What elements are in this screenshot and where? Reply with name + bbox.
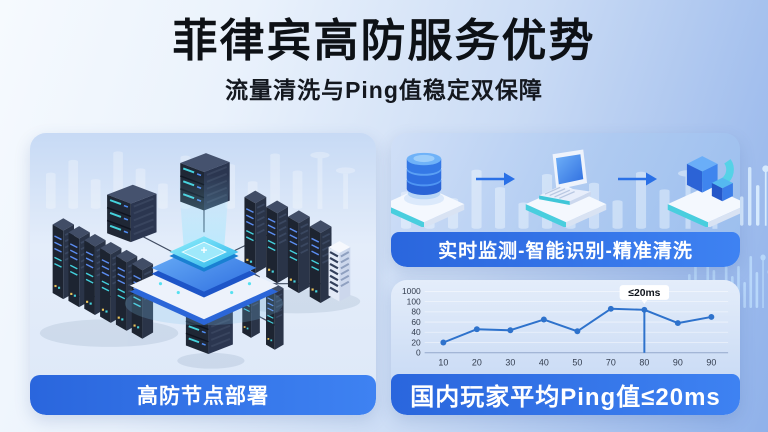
svg-text:60: 60 xyxy=(411,317,421,327)
svg-text:90: 90 xyxy=(706,358,716,368)
svg-text:≤20ms: ≤20ms xyxy=(628,288,660,299)
header: 菲律宾高防服务优势 流量清洗与Ping值稳定双保障 xyxy=(0,13,768,105)
svg-text:50: 50 xyxy=(572,358,582,368)
svg-text:100: 100 xyxy=(407,296,421,306)
caption-cleaning-process: 实时监测-智能识别-精准清洗 xyxy=(391,232,740,267)
svg-text:20: 20 xyxy=(411,337,421,347)
svg-text:10: 10 xyxy=(438,358,448,368)
svg-text:40: 40 xyxy=(539,358,549,368)
server-racks-illustration xyxy=(30,133,376,375)
svg-text:40: 40 xyxy=(411,327,421,337)
svg-text:30: 30 xyxy=(505,358,515,368)
svg-text:80: 80 xyxy=(639,358,649,368)
arrow-right-icon xyxy=(617,172,657,185)
page-subtitle: 流量清洗与Ping值稳定双保障 xyxy=(225,77,543,104)
process-flow xyxy=(391,133,740,232)
panel-cleaning-process: 实时监测-智能识别-精准清洗 xyxy=(391,133,740,267)
svg-text:20: 20 xyxy=(472,358,482,368)
laptop-icon xyxy=(525,148,606,227)
svg-text:1000: 1000 xyxy=(402,286,421,296)
database-icon xyxy=(391,152,464,227)
page-title: 菲律宾高防服务优势 xyxy=(172,15,596,66)
arrow-right-icon xyxy=(475,172,515,185)
data-cleansing-icon xyxy=(667,150,740,227)
svg-text:90: 90 xyxy=(673,358,683,368)
svg-text:70: 70 xyxy=(606,358,616,368)
panel-node-deployment: 高防节点部署 xyxy=(30,133,376,415)
white-server-tower xyxy=(328,241,351,302)
server-rack-top-left xyxy=(106,183,158,244)
svg-text:0: 0 xyxy=(416,347,421,357)
caption-node-deployment: 高防节点部署 xyxy=(30,375,376,415)
caption-ping-value: 国内玩家平均Ping值≤20ms xyxy=(391,374,740,415)
svg-text:80: 80 xyxy=(411,307,421,317)
protection-chip xyxy=(124,174,284,326)
